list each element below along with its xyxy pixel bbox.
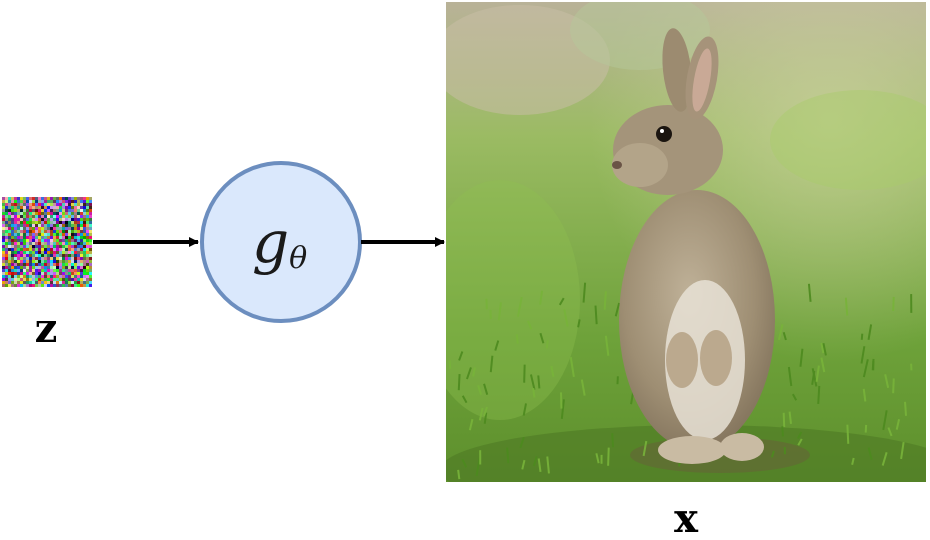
generator-node[interactable]: gθ <box>200 161 362 323</box>
generator-label: gθ <box>252 208 307 276</box>
noise-icon <box>2 197 92 287</box>
input-label: z <box>35 305 58 352</box>
rabbit-photo-icon <box>446 2 926 482</box>
output-label: x <box>674 495 699 540</box>
